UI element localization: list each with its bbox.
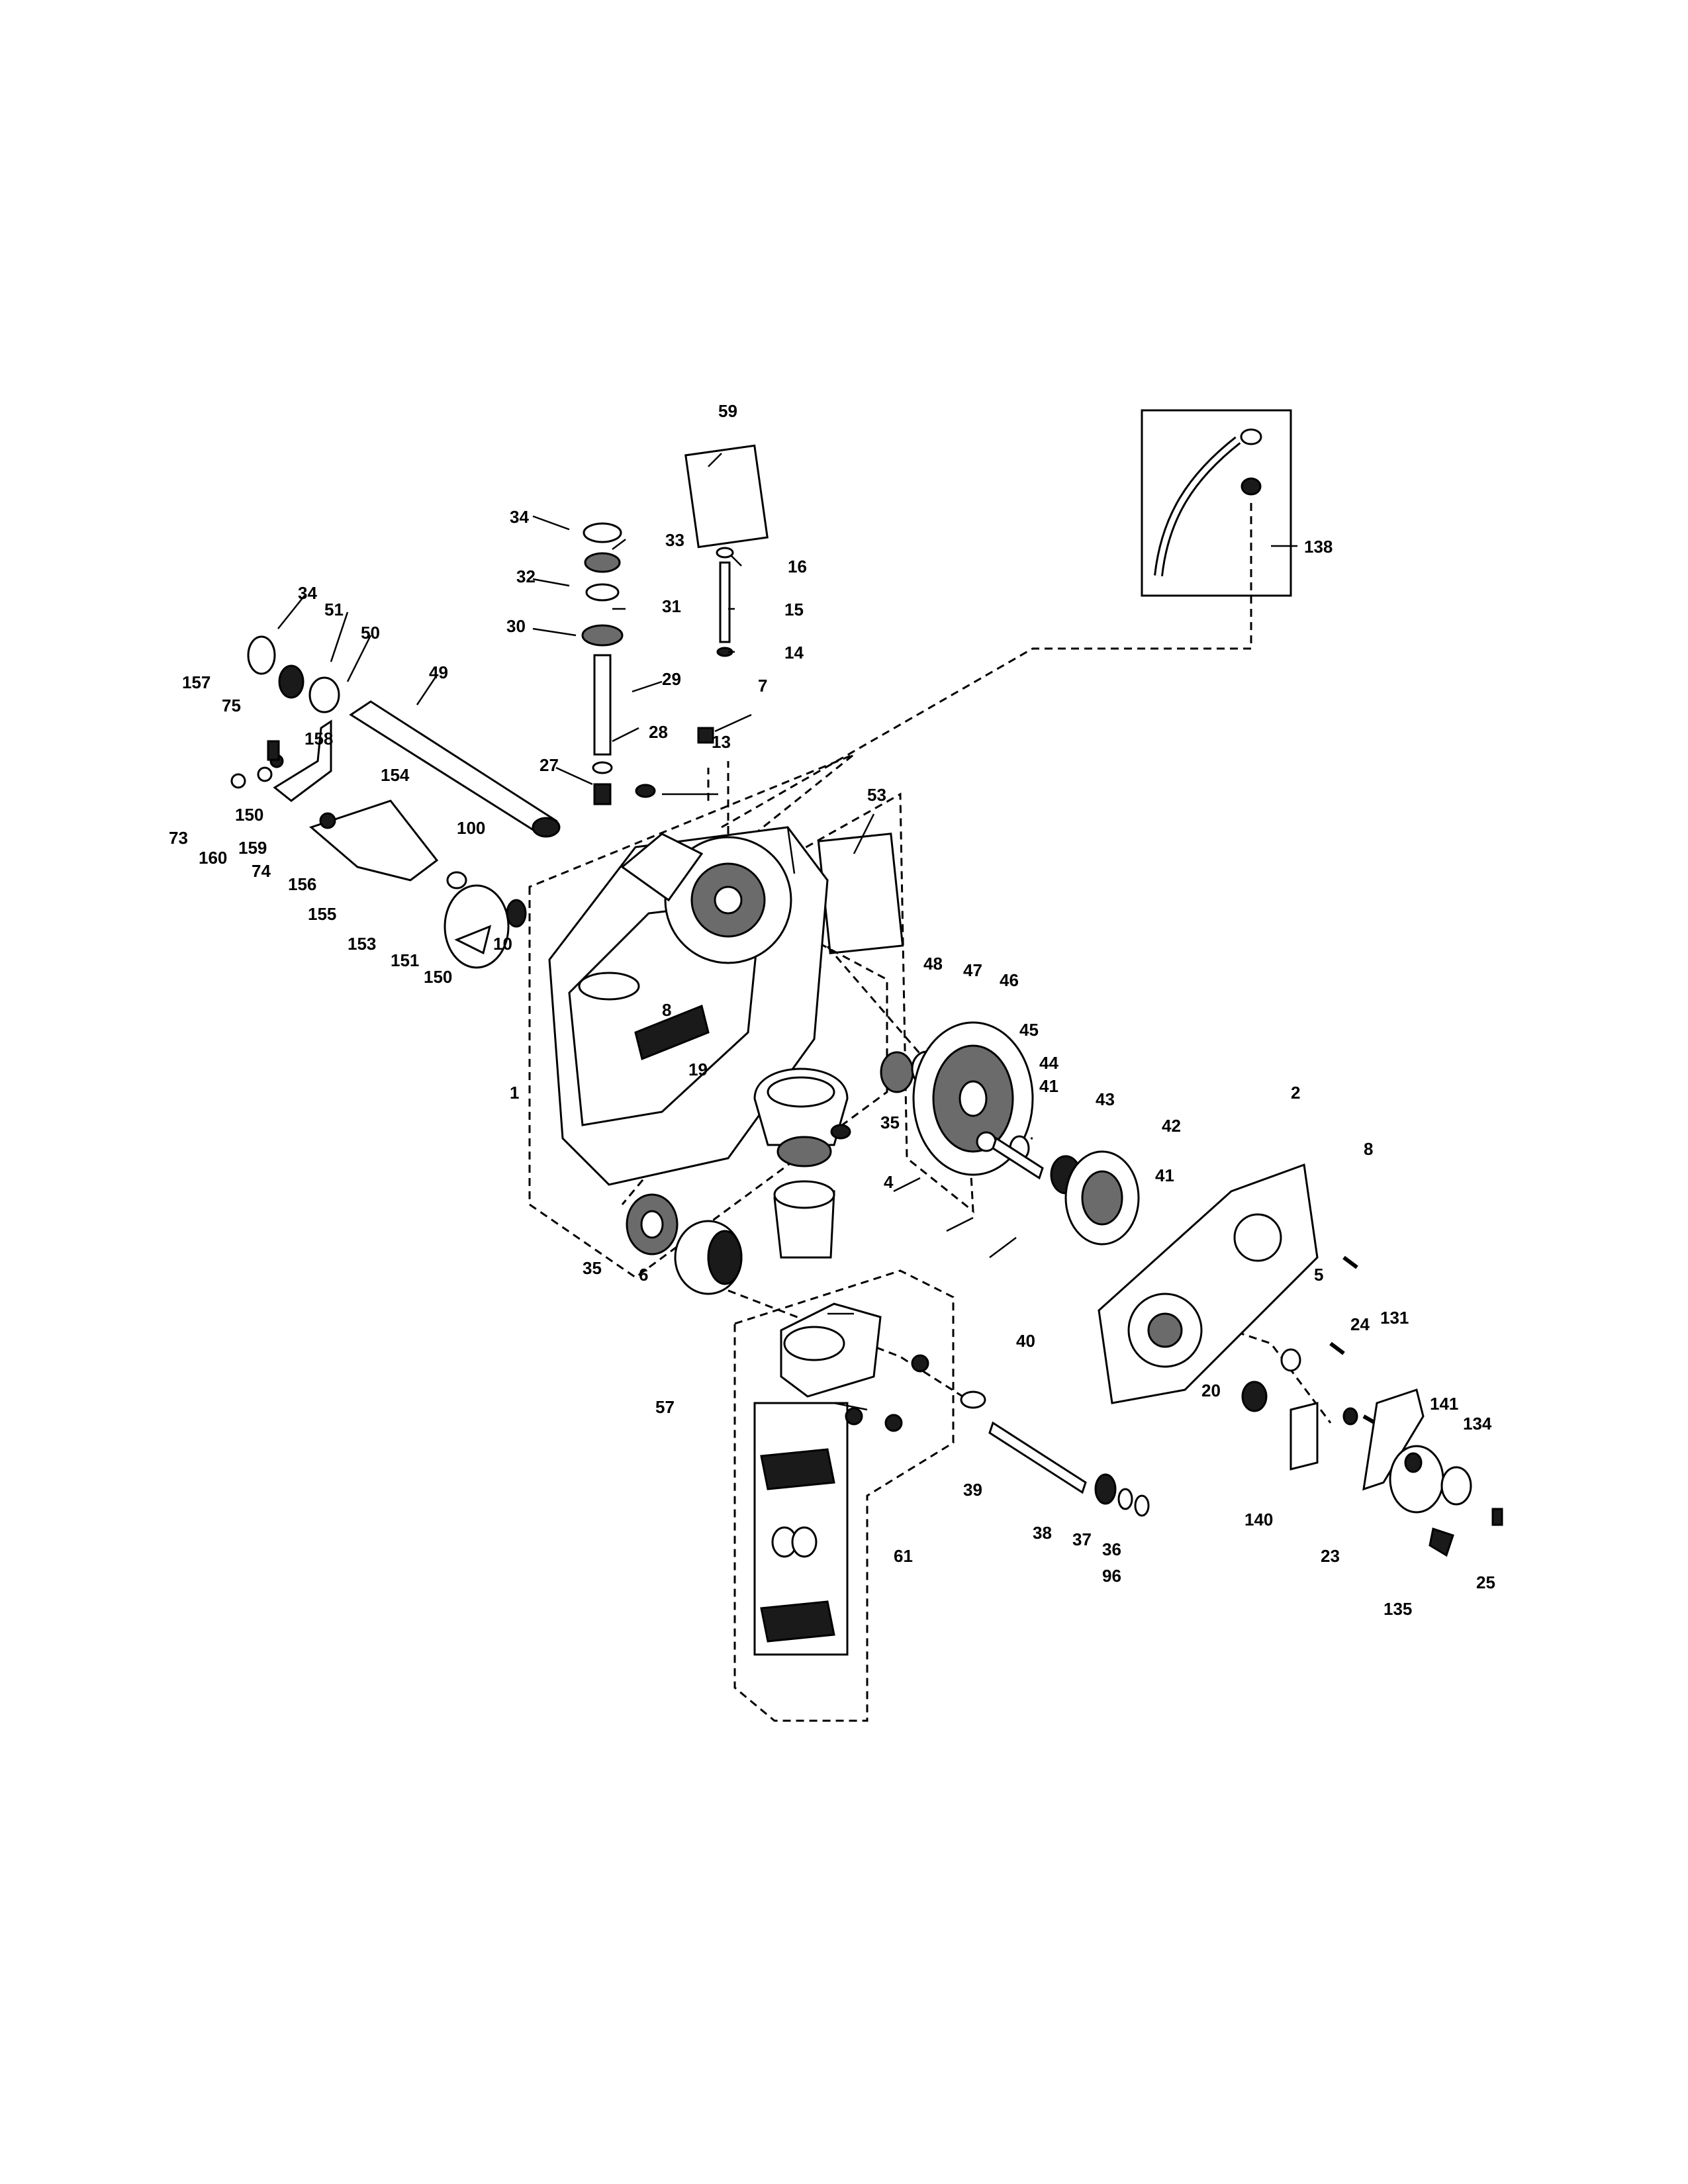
callout-24: 24	[1350, 1314, 1370, 1334]
callout-30: 30	[506, 616, 526, 636]
callout-25: 25	[1476, 1572, 1495, 1592]
output-shaft-parts	[960, 1390, 1150, 1517]
callout-47: 47	[963, 960, 982, 980]
input-shaft-stack	[581, 522, 624, 805]
callout-39: 39	[963, 1480, 982, 1500]
callout-35-upper: 35	[880, 1113, 900, 1132]
pump-block	[760, 1302, 929, 1643]
callout-74: 74	[252, 861, 271, 881]
callout-53: 53	[867, 785, 886, 805]
callout-151: 151	[391, 950, 419, 970]
callout-140: 140	[1244, 1510, 1273, 1529]
right-hardware	[1241, 1255, 1503, 1557]
callout-75: 75	[222, 696, 241, 715]
callout-32: 32	[516, 567, 536, 586]
callout-141: 141	[1430, 1394, 1458, 1414]
callout-150-lower: 150	[424, 967, 452, 987]
callout-154: 154	[381, 765, 410, 785]
callout-150-left: 150	[235, 805, 263, 825]
callout-7: 7	[758, 676, 767, 696]
callout-160: 160	[199, 848, 227, 868]
callout-8-right: 8	[1364, 1139, 1373, 1159]
callout-131: 131	[1380, 1308, 1409, 1328]
callout-38: 38	[1033, 1523, 1052, 1543]
callout-1: 1	[510, 1083, 519, 1103]
callout-31: 31	[662, 596, 681, 616]
callout-28: 28	[649, 722, 668, 742]
callout-155: 155	[308, 904, 336, 924]
callout-134: 134	[1463, 1414, 1492, 1433]
center-components	[626, 1068, 851, 1295]
kit-138-link	[721, 503, 1252, 829]
callout-16: 16	[788, 557, 807, 576]
callout-156: 156	[288, 874, 316, 894]
control-linkage	[230, 635, 527, 969]
callout-34-top: 34	[510, 507, 529, 527]
callout-14: 14	[784, 643, 804, 662]
callout-100: 100	[457, 818, 485, 838]
callout-10: 10	[493, 934, 512, 954]
kit-61-frame	[753, 1402, 849, 1656]
callout-57: 57	[655, 1397, 675, 1417]
callout-157: 157	[182, 672, 211, 692]
callout-5: 5	[1314, 1265, 1323, 1285]
callout-61: 61	[894, 1546, 913, 1566]
callout-50: 50	[361, 623, 380, 643]
breather-hose	[1154, 428, 1262, 576]
callout-34-left: 34	[298, 583, 317, 603]
callout-19: 19	[688, 1060, 708, 1079]
callout-48: 48	[923, 954, 943, 974]
callout-13: 13	[712, 732, 731, 752]
callout-42: 42	[1162, 1116, 1181, 1136]
callout-158: 158	[305, 729, 333, 749]
callout-49: 49	[429, 662, 448, 682]
callout-6: 6	[639, 1265, 648, 1285]
callout-29: 29	[662, 669, 681, 689]
callout-43: 43	[1096, 1089, 1115, 1109]
callout-41-lower: 41	[1155, 1165, 1174, 1185]
callout-37: 37	[1072, 1529, 1092, 1549]
gear-train	[880, 1021, 1140, 1246]
leader-lines	[277, 453, 1297, 1411]
callout-46: 46	[1000, 970, 1019, 990]
kit-53-frame	[817, 833, 904, 954]
axle-shaft	[349, 700, 561, 838]
kit-138-frame	[1141, 409, 1292, 597]
callout-45: 45	[1019, 1020, 1039, 1040]
callout-73: 73	[169, 828, 188, 848]
callout-35-lower: 35	[583, 1258, 602, 1278]
callout-44: 44	[1039, 1053, 1058, 1073]
callout-23: 23	[1321, 1546, 1340, 1566]
callout-40: 40	[1016, 1331, 1035, 1351]
callout-59: 59	[718, 401, 737, 421]
callout-138: 138	[1304, 537, 1333, 557]
callout-labels: 1 2 4 5 6 7 8 8 10 13 14 15 16 19 20 23 …	[169, 401, 1495, 1619]
callout-27: 27	[539, 755, 559, 775]
callout-36: 36	[1102, 1539, 1121, 1559]
callout-4: 4	[884, 1172, 894, 1192]
callout-51: 51	[324, 600, 344, 619]
control-pin	[635, 547, 734, 798]
callout-135: 135	[1383, 1599, 1412, 1619]
side-cover	[1098, 1163, 1319, 1404]
kit-59-frame	[684, 444, 769, 549]
callout-159: 159	[238, 838, 267, 858]
pump-assembly-boundary	[733, 1269, 955, 1722]
callout-41-upper: 41	[1039, 1076, 1058, 1096]
callout-15: 15	[784, 600, 804, 619]
callout-96: 96	[1102, 1566, 1121, 1586]
callout-2: 2	[1291, 1083, 1300, 1103]
callout-153: 153	[348, 934, 376, 954]
callout-20: 20	[1201, 1381, 1221, 1400]
callout-8-left: 8	[662, 1000, 671, 1020]
callout-33: 33	[665, 530, 684, 550]
